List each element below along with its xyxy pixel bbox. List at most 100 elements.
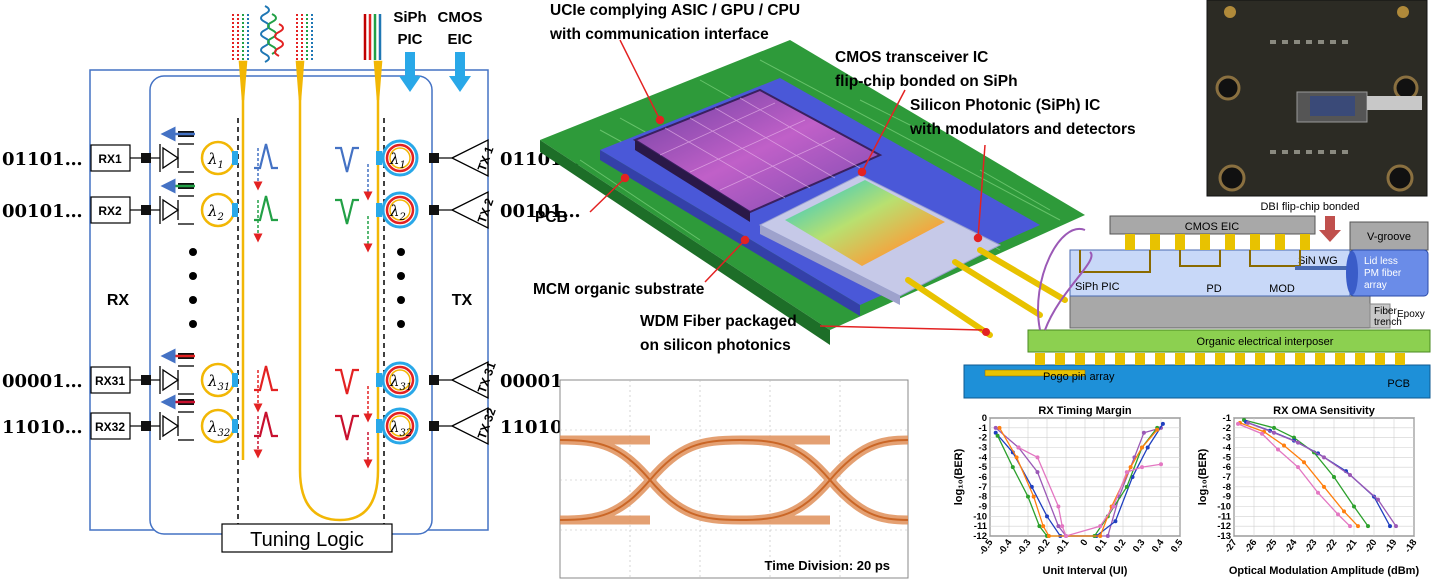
svg-text:MOD: MOD: [1269, 283, 1295, 295]
x-tick-label: -21: [1343, 537, 1360, 555]
x-tick-label: -24: [1283, 537, 1300, 555]
tx-driver-icon: [450, 360, 489, 400]
rx-side-label: RX: [107, 292, 130, 309]
tx-spectrum-icon: [335, 146, 359, 173]
rx-bit-pattern: 00001…: [2, 371, 83, 392]
y-axis-label: log₁₀(BER): [1197, 448, 1209, 505]
x-axis-label: Unit Interval (UI): [1043, 565, 1128, 577]
rx-bit-pattern: 01101…: [2, 149, 83, 170]
data-point: [1064, 534, 1068, 538]
tx-driver-icon: [450, 138, 489, 178]
x-tick-label: -19: [1383, 537, 1400, 555]
tx-driver-icon: [450, 190, 489, 230]
y-tick-label: -2: [979, 433, 987, 444]
y-tick-label: -13: [1217, 531, 1231, 542]
chart-title: RX Timing Margin: [1038, 405, 1132, 417]
asic-die: [632, 88, 883, 214]
siph-down-arrow-icon: [399, 52, 421, 92]
svg-text:SiPh PIC: SiPh PIC: [1075, 281, 1120, 293]
data-point: [1348, 524, 1352, 529]
rx-label: RX1: [98, 152, 122, 166]
svg-text:Pogo pin array: Pogo pin array: [1043, 371, 1115, 383]
data-point: [1356, 524, 1360, 529]
data-point: [1376, 497, 1380, 502]
data-point: [1035, 470, 1040, 475]
svg-text:Organic electrical interposer: Organic electrical interposer: [1197, 336, 1334, 348]
x-tick-label: -25: [1263, 537, 1280, 555]
tx-pad: [429, 421, 439, 431]
series-line: [1018, 446, 1162, 537]
data-point: [1128, 465, 1133, 470]
data-point: [1045, 514, 1049, 519]
data-point: [995, 433, 1000, 438]
oma-sensitivity-chart: RX OMA Sensitivity-27-26-25-24-23-22-21-…: [1197, 405, 1419, 577]
y-tick-label: -6: [1223, 462, 1231, 473]
svg-text:CMOS EIC: CMOS EIC: [1185, 221, 1239, 233]
tx-pad: [429, 375, 439, 385]
x-tick-label: -22: [1323, 537, 1340, 555]
data-point: [1296, 440, 1300, 445]
data-point: [1272, 425, 1276, 430]
x-tick-label: -0.1: [1053, 537, 1072, 557]
data-point: [1272, 430, 1276, 435]
x-tick-label: 0.4: [1150, 537, 1167, 555]
data-point: [1316, 490, 1320, 495]
svg-text:SiN WG: SiN WG: [1298, 255, 1338, 267]
svg-text:Epoxy: Epoxy: [1397, 309, 1425, 320]
rx-pad: [141, 421, 151, 431]
y-tick-label: -4: [979, 452, 988, 463]
y-tick-label: -2: [1223, 423, 1231, 434]
y-tick-label: -12: [1217, 521, 1231, 532]
data-point: [1394, 524, 1398, 529]
data-point: [1016, 445, 1021, 450]
tx-spectrum-icon: [335, 368, 359, 395]
bus-waveguides: [238, 60, 383, 522]
y-tick-label: -6: [979, 472, 987, 483]
svg-text:PM fiber: PM fiber: [1364, 268, 1402, 279]
data-point: [1140, 465, 1144, 470]
data-point: [993, 425, 998, 430]
data-point: [1056, 524, 1061, 529]
svg-text:V-groove: V-groove: [1367, 231, 1411, 243]
rx-box: [90, 144, 131, 172]
data-point: [1140, 445, 1144, 450]
data-point: [1159, 462, 1163, 467]
organic-interposer: [1027, 329, 1431, 353]
data-point: [1026, 494, 1030, 499]
data-point: [1366, 524, 1370, 529]
package-photo: DBI flip-chip bonded: [1206, 0, 1428, 213]
y-tick-label: -10: [973, 511, 987, 522]
data-point: [997, 425, 1002, 430]
tx-driver-icon: [450, 406, 489, 446]
data-point: [1348, 473, 1352, 478]
data-point: [1336, 512, 1340, 517]
x-tick-label: 0.1: [1093, 537, 1110, 555]
tuning-logic-label: Tuning Logic: [250, 529, 364, 551]
rx-label: RX32: [95, 420, 125, 434]
chart-title: RX OMA Sensitivity: [1273, 405, 1376, 417]
data-point: [1031, 494, 1036, 499]
data-point: [1014, 455, 1019, 460]
photo-caption: DBI flip-chip bonded: [1260, 201, 1359, 213]
data-point: [1113, 519, 1118, 524]
data-point: [1352, 504, 1356, 509]
rx-pad: [141, 153, 151, 163]
data-point: [1342, 509, 1346, 514]
x-axis-label: Optical Modulation Amplitude (dBm): [1229, 565, 1420, 577]
data-point: [1276, 447, 1280, 452]
svg-text:array: array: [1364, 280, 1387, 291]
rx-bit-pattern: 00101…: [2, 201, 83, 222]
y-tick-label: -11: [974, 521, 988, 532]
x-tick-label: -20: [1363, 537, 1380, 555]
data-point: [1145, 445, 1150, 450]
